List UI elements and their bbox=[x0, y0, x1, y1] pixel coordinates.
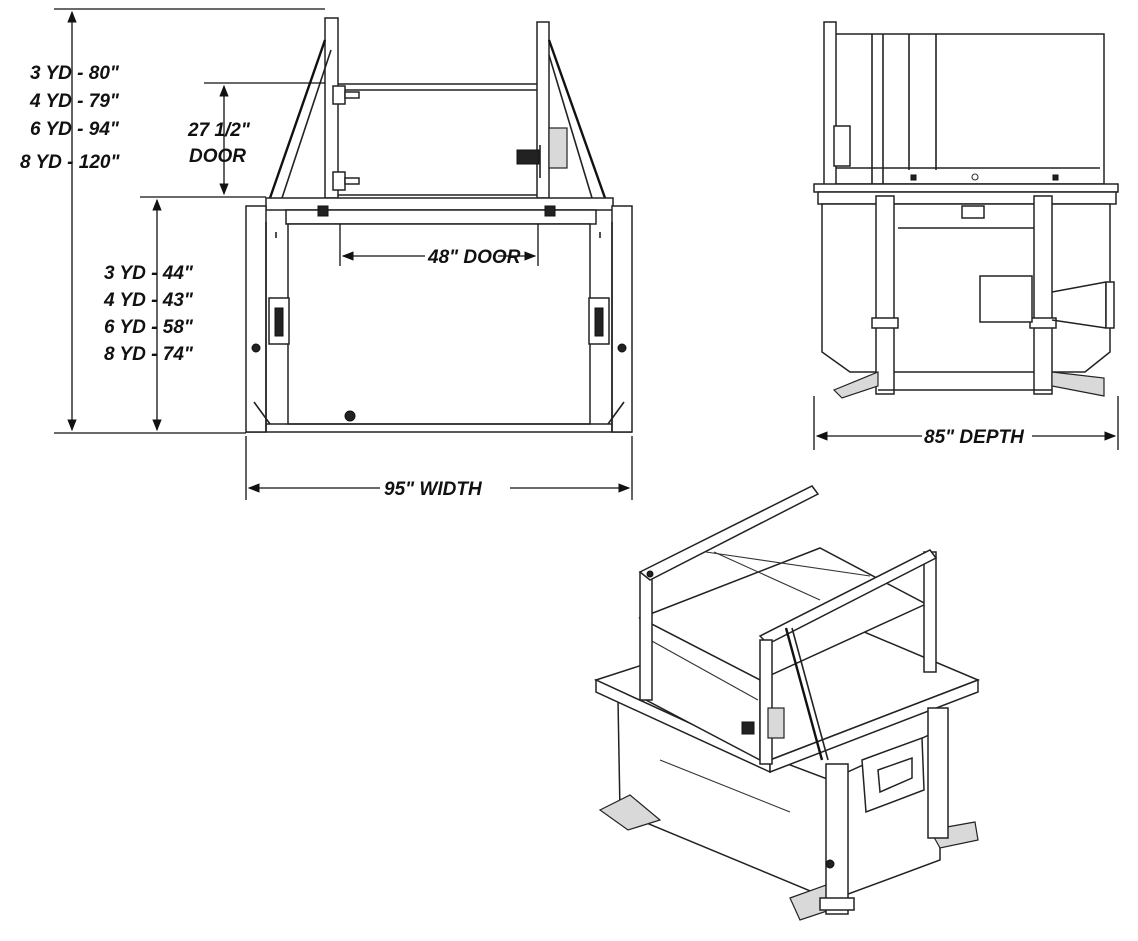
overall-height-6yd: 6 YD - 94" bbox=[30, 119, 120, 140]
container-height-8yd: 8 YD - 74" bbox=[104, 344, 194, 365]
dimension-labels: 3 YD - 80" 4 YD - 79" 6 YD - 94" 8 YD - … bbox=[20, 63, 1025, 500]
depth-label: 85" DEPTH bbox=[924, 427, 1025, 448]
overall-height-8yd: 8 YD - 120" bbox=[20, 152, 120, 173]
side-view bbox=[813, 21, 1119, 399]
overall-height-3yd: 3 YD - 80" bbox=[30, 63, 120, 84]
front-view bbox=[245, 17, 633, 433]
container-height-3yd: 3 YD - 44" bbox=[104, 263, 194, 284]
side-dimensions bbox=[813, 396, 1119, 450]
door-width-label: 48" DOOR bbox=[427, 247, 521, 268]
overall-height-4yd: 4 YD - 79" bbox=[29, 91, 120, 112]
container-height-4yd: 4 YD - 43" bbox=[103, 290, 194, 311]
width-label: 95" WIDTH bbox=[384, 479, 483, 500]
door-height-caption: DOOR bbox=[189, 146, 246, 167]
isometric-view bbox=[593, 485, 981, 921]
door-height-value: 27 1/2" bbox=[187, 120, 251, 141]
front-dimensions bbox=[54, 8, 633, 500]
container-height-6yd: 6 YD - 58" bbox=[104, 317, 194, 338]
